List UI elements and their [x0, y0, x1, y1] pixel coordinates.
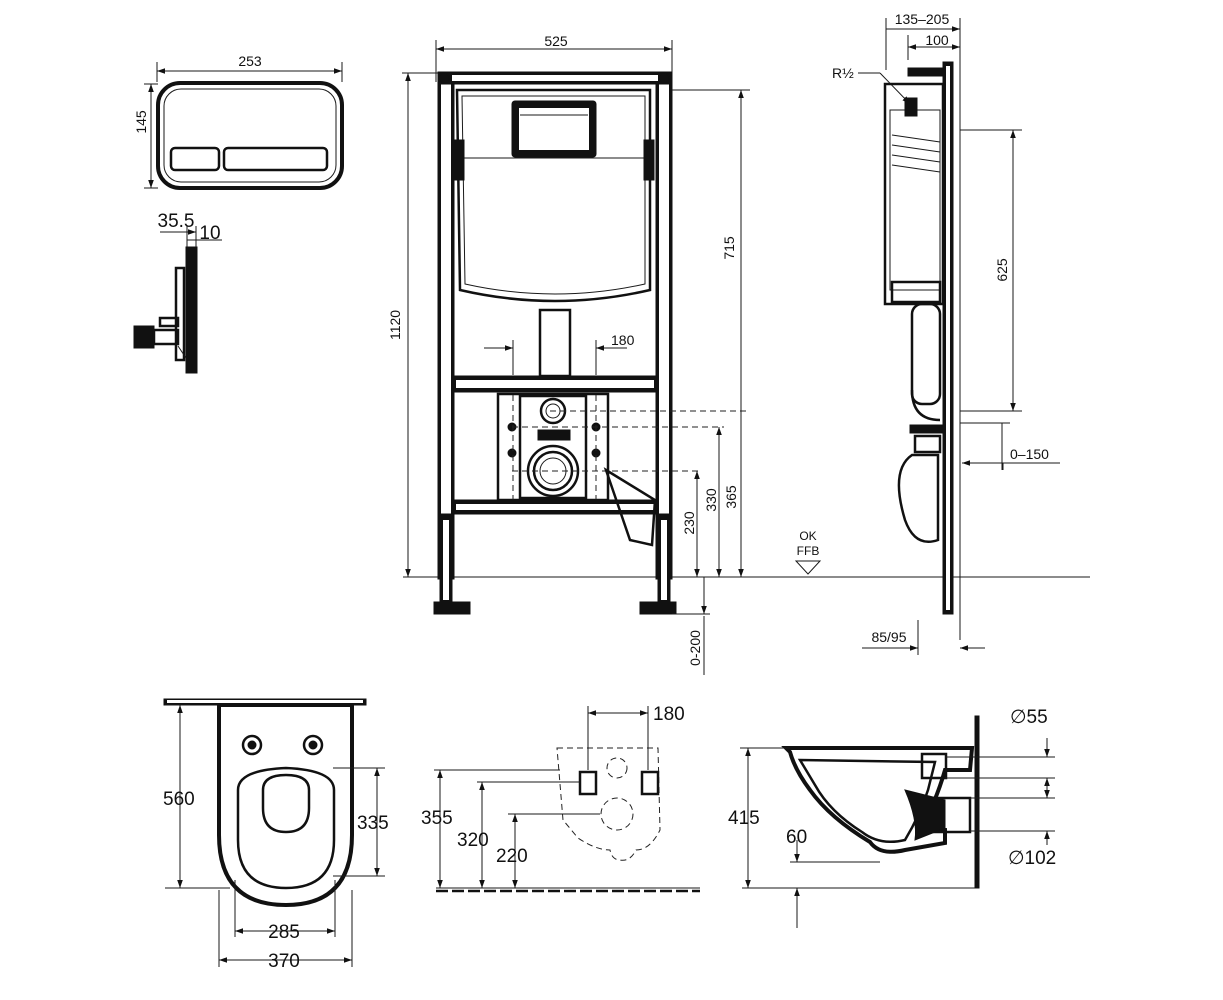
bowl-back-view: 180 355 320 220	[421, 704, 700, 893]
bowl-top-view: 560 335 285 370	[163, 698, 389, 972]
outlet-height-label: 230	[681, 511, 697, 535]
cistern-side-ribs	[891, 134, 941, 173]
flush-plate-outline	[156, 81, 344, 190]
flush-plate-width-label: 253	[238, 53, 262, 69]
flush-button-right	[222, 146, 329, 172]
bowl-side-view: 415 60 ∅55 ∅102	[728, 707, 1056, 928]
bowl-width-label: 370	[268, 951, 300, 972]
side-height-label: 625	[994, 258, 1010, 282]
inlet-diameter-label: ∅55	[1010, 707, 1048, 728]
back-bolt-spacing-label: 180	[653, 704, 685, 725]
inlet-height-label: 330	[703, 488, 719, 512]
back-height-220-label: 220	[496, 846, 528, 867]
flush-button-left	[169, 146, 221, 172]
flush-plate-thickness-label: 10	[199, 223, 220, 244]
floor-level-symbol	[794, 560, 822, 575]
frame-width-label: 525	[544, 33, 568, 49]
floor-mark-ok: OK	[799, 529, 816, 543]
bowl-top-outline	[217, 703, 354, 908]
bowl-height-label: 415	[728, 808, 760, 829]
cistern-height-label: 715	[721, 236, 737, 260]
drain-offset-label: 60	[786, 827, 807, 848]
bowl-length-label: 560	[163, 789, 195, 810]
flush-plate-side-view: 35.5 10	[133, 211, 222, 374]
frame-offset-label: 100	[925, 32, 949, 48]
seat-length-label: 335	[357, 813, 389, 834]
outlet-diameter-label: ∅102	[1008, 848, 1056, 869]
frame-side-view: 135–205 100 R½ 625	[832, 11, 1060, 655]
rod-spacing-label: 180	[611, 332, 635, 348]
leg-adjust-label: 0-200	[687, 630, 703, 666]
frame-depth-range-label: 135–205	[895, 11, 950, 27]
water-connection-label: R½	[832, 65, 854, 81]
seat-width-label: 285	[268, 922, 300, 943]
bolt-height-label: 365	[723, 485, 739, 509]
back-height-320-label: 320	[457, 830, 489, 851]
flush-plate-depth-label: 35.5	[158, 211, 195, 232]
frame-height-label: 1120	[387, 310, 403, 340]
floor-mark-ffb: FFB	[797, 544, 820, 558]
bowl-back-outline	[556, 747, 661, 861]
back-height-355-label: 355	[421, 808, 453, 829]
flush-plate-height-label: 145	[133, 110, 149, 134]
flush-plate-front-view: 253 145	[133, 53, 344, 190]
wall-range-label: 0–150	[1010, 446, 1049, 462]
foot-range-label: 85/95	[871, 629, 906, 645]
frame-front-view: 525 1120 180	[387, 33, 1090, 675]
